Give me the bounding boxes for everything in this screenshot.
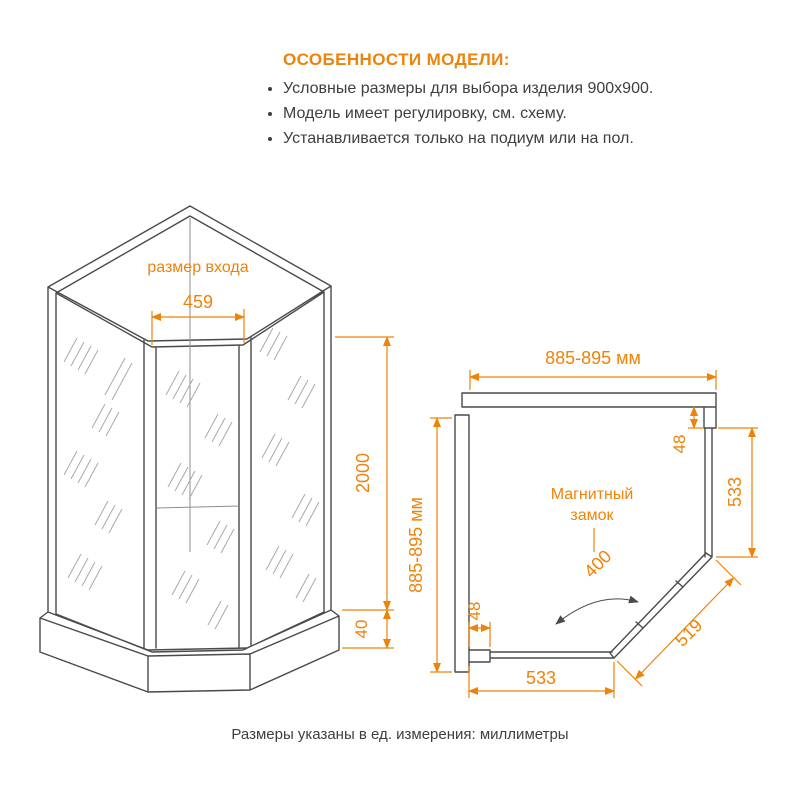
front-frame — [39, 205, 340, 693]
dim-profile-bottom: 48 — [465, 602, 484, 621]
features-title: ОСОБЕННОСТИ МОДЕЛИ: — [283, 50, 510, 69]
dim-tray-height: 40 — [352, 620, 371, 639]
dim-right-panel: 533 — [725, 477, 745, 507]
dim-plan-depth: 885-895 мм — [406, 497, 426, 593]
door-swing-arrow — [555, 595, 639, 625]
dim-profile-top: 48 — [670, 435, 689, 454]
feature-item: Устанавливается только на подиум или на … — [283, 130, 775, 148]
dim-door-diagonal-line — [634, 577, 735, 680]
units-note: Размеры указаны в ед. измерения: миллиме… — [231, 726, 569, 743]
front-entrance-label: размер входа — [147, 259, 248, 276]
dim-entrance-width: 459 — [183, 292, 213, 312]
feature-item: Модель имеет регулировку, см. схему. — [283, 105, 775, 123]
plan-view: 885-895 мм 885-895 мм 48 533 519 400 Маг… — [406, 348, 758, 698]
dim-bottom-panel: 533 — [526, 668, 556, 688]
front-view: размер входа 459 2000 40 — [39, 205, 394, 693]
magnet-lock-label-line2: замок — [570, 507, 614, 524]
features-block: ОСОБЕННОСТИ МОДЕЛИ: Условные размеры для… — [255, 50, 775, 155]
dim-door-opening: 400 — [580, 546, 615, 581]
dim-door-diagonal: 519 — [671, 615, 706, 650]
glass-hatch — [63, 327, 320, 630]
front-extension-lines — [151, 309, 394, 649]
magnet-lock-label-line1: Магнитный — [551, 486, 634, 503]
feature-item: Условные размеры для выбора изделия 900x… — [283, 80, 775, 98]
features-list: Условные размеры для выбора изделия 900x… — [255, 80, 775, 148]
dim-plan-width: 885-895 мм — [545, 348, 641, 368]
dim-height: 2000 — [353, 453, 373, 493]
